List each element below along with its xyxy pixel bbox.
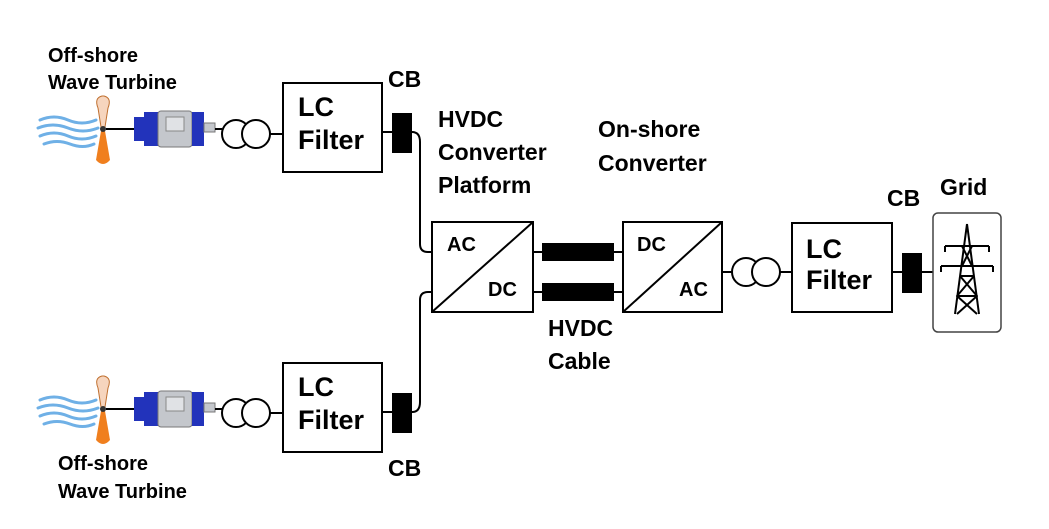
hvdc-cable-positive bbox=[542, 243, 614, 261]
turbine-bottom-group bbox=[36, 375, 283, 444]
wave-icon bbox=[36, 115, 100, 148]
lc-filter-bottom-line1: LC bbox=[298, 372, 334, 402]
turbine-bottom-label-2: Wave Turbine bbox=[58, 481, 187, 503]
onshore-label-1: On-shore bbox=[598, 116, 700, 142]
grid-label: Grid bbox=[940, 174, 987, 200]
lc-filter-top-line1: LC bbox=[298, 92, 334, 122]
hvdc-cable-negative bbox=[542, 283, 614, 301]
lc-filter-right-line1: LC bbox=[806, 234, 842, 264]
platform-label-1: HVDC bbox=[438, 106, 503, 132]
rectifier-ac-label: AC bbox=[447, 234, 476, 256]
cb-bottom-label: CB bbox=[388, 455, 421, 481]
lc-filter-bottom-line2: Filter bbox=[298, 405, 365, 435]
generator-icon bbox=[134, 390, 216, 428]
lc-filter-top-line2: Filter bbox=[298, 125, 365, 155]
lc-filter-bottom: LC Filter bbox=[282, 362, 383, 453]
power-tower-icon bbox=[932, 212, 1002, 333]
lc-filter-right: LC Filter bbox=[791, 222, 893, 313]
transformer-icon bbox=[221, 119, 271, 149]
generator-icon bbox=[134, 110, 216, 148]
turbine-blade-icon bbox=[96, 95, 110, 164]
circuit-breaker-icon bbox=[392, 113, 412, 153]
turbine-top-label-2: Wave Turbine bbox=[48, 72, 177, 94]
turbine-bottom-label-1: Off-shore bbox=[58, 453, 148, 475]
turbine-blade-icon bbox=[96, 375, 110, 444]
platform-label-3: Platform bbox=[438, 172, 531, 198]
cable-label-2: Cable bbox=[548, 348, 611, 374]
cb-top-label: CB bbox=[388, 66, 421, 92]
inverter-dc-label: DC bbox=[637, 234, 666, 256]
rectifier-ac-dc: AC DC bbox=[431, 221, 534, 313]
rectifier-dc-label: DC bbox=[488, 279, 517, 301]
turbine-top-group bbox=[36, 95, 283, 164]
onshore-label-2: Converter bbox=[598, 150, 707, 176]
cable-label-1: HVDC bbox=[548, 315, 613, 341]
transformer-icon bbox=[221, 398, 271, 428]
circuit-breaker-icon bbox=[392, 393, 412, 433]
inverter-ac-label: AC bbox=[679, 279, 708, 301]
turbine-top-label-1: Off-shore bbox=[48, 45, 138, 67]
transformer-icon bbox=[731, 257, 781, 287]
lc-filter-top: LC Filter bbox=[282, 82, 383, 173]
circuit-breaker-icon bbox=[902, 253, 922, 293]
lc-filter-right-line2: Filter bbox=[806, 265, 873, 295]
cb-right-label: CB bbox=[887, 185, 920, 211]
platform-label-2: Converter bbox=[438, 139, 547, 165]
inverter-dc-ac: DC AC bbox=[622, 221, 723, 313]
wave-icon bbox=[36, 395, 100, 428]
